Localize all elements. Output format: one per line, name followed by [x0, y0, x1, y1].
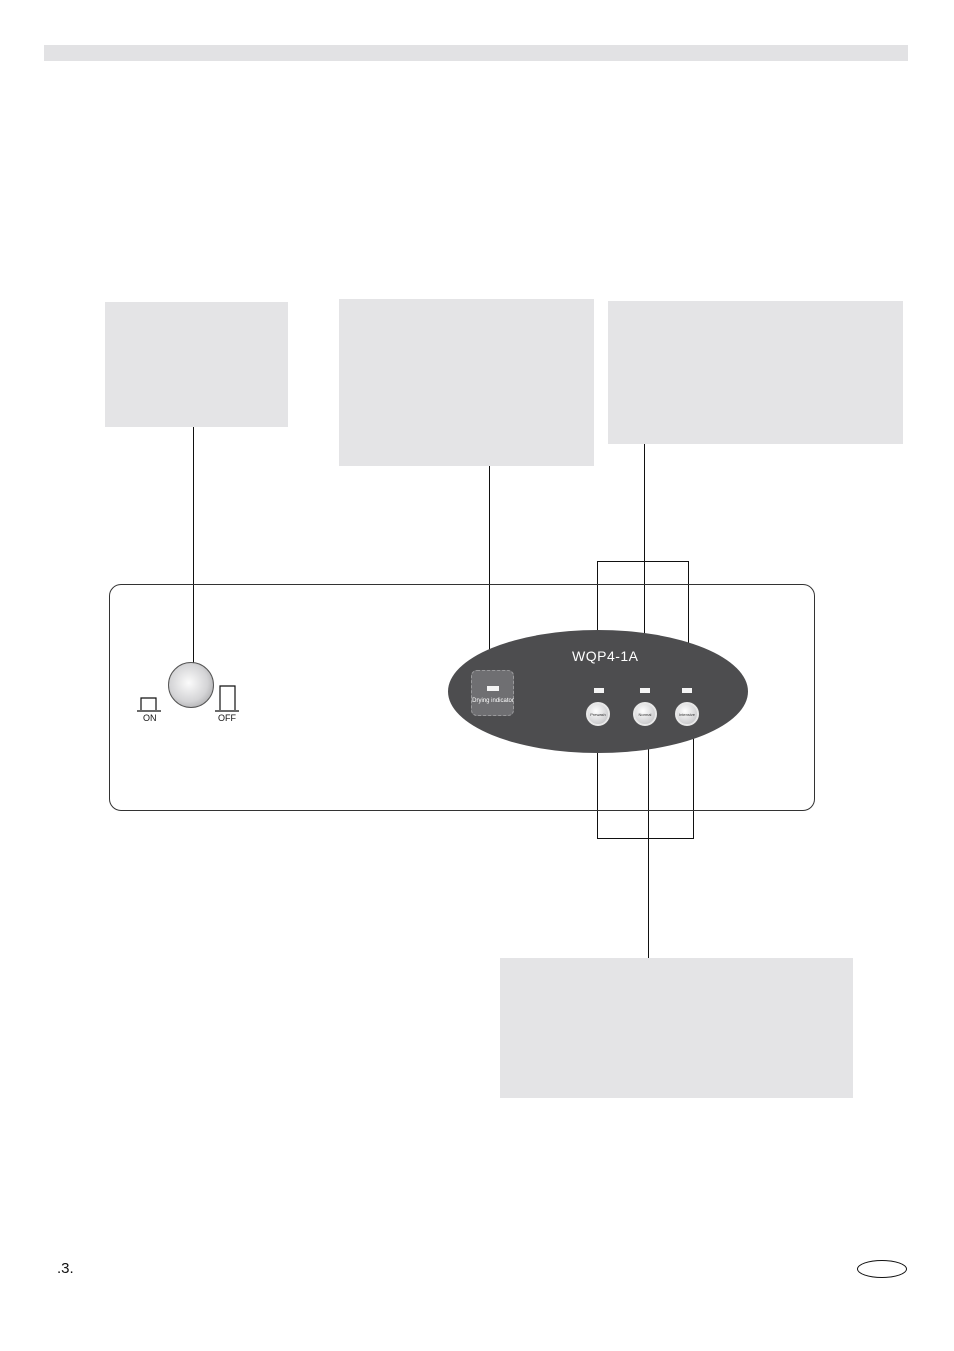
program-buttons-callout: [500, 958, 853, 1098]
switch-off-icon: [215, 685, 239, 712]
buttons-bracket-left: [597, 714, 599, 839]
drying-indicator-callout: [339, 299, 594, 466]
drying-leader-line: [489, 466, 491, 681]
switch-off-label: OFF: [218, 713, 236, 723]
drying-indicator: [471, 670, 514, 716]
indicators-bracket-top: [597, 561, 689, 563]
intensive-button[interactable]: Intensive: [675, 702, 699, 726]
drying-indicator-led: [487, 686, 499, 691]
indicators-leader-line: [644, 444, 646, 692]
normal-led: [640, 688, 650, 693]
buttons-leader-line: [648, 714, 650, 958]
drying-indicator-label: Drying indicator: [472, 698, 514, 704]
intensive-button-label: Intensive: [678, 711, 695, 717]
intensive-led: [682, 688, 692, 693]
power-leader-line: [193, 427, 195, 685]
buttons-bracket-bottom: [597, 838, 694, 840]
switch-on-icon: [137, 697, 161, 712]
program-indicators-callout: [608, 301, 903, 444]
switch-on-label: ON: [143, 713, 157, 723]
control-panel: [109, 584, 815, 811]
page-number: .3.: [57, 1260, 74, 1277]
indicators-bracket-left: [597, 561, 599, 691]
header-bar: [44, 45, 908, 61]
indicators-bracket-right: [688, 561, 690, 691]
normal-button-label: Normal: [638, 711, 652, 717]
prewash-button[interactable]: Prewash: [586, 702, 610, 726]
language-badge: [857, 1260, 907, 1278]
model-label: WQP4-1A: [572, 648, 639, 664]
normal-button[interactable]: Normal: [633, 702, 657, 726]
prewash-led: [594, 688, 604, 693]
prewash-button-label: Prewash: [590, 711, 606, 717]
power-switch-knob[interactable]: [168, 662, 214, 708]
buttons-bracket-right: [693, 714, 695, 839]
power-switch-callout: [105, 302, 288, 427]
